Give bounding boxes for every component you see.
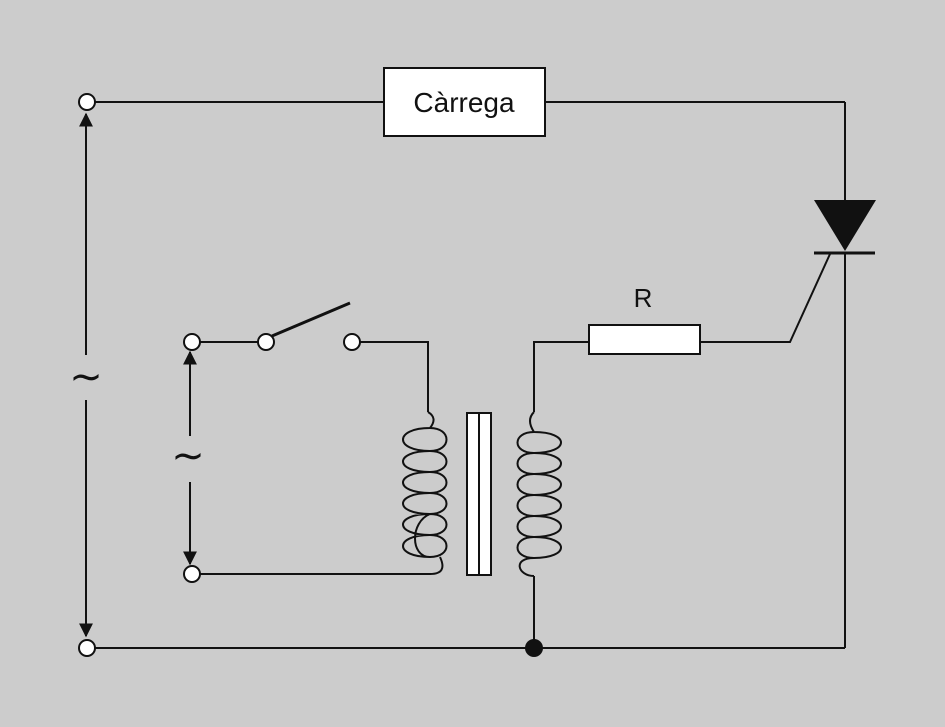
gate-wire — [700, 253, 831, 343]
secondary-coil — [516, 411, 562, 577]
ac-main-symbol: ∼ — [69, 355, 103, 399]
terminal-control-bottom — [183, 565, 201, 583]
terminal-main-bottom — [78, 639, 96, 657]
primary-lead-bottom — [199, 556, 444, 575]
primary-coil — [402, 411, 448, 558]
switch-contact-right — [343, 333, 361, 351]
junction-dot — [525, 639, 543, 657]
primary-lead-top — [358, 341, 429, 412]
load-label: Càrrega — [413, 87, 515, 118]
load-box — [383, 67, 546, 137]
switch-contact-left — [257, 333, 275, 351]
terminal-main-top — [78, 93, 96, 111]
switch-blade — [271, 301, 351, 338]
secondary-lead-top — [533, 341, 589, 412]
resistor-label: R — [634, 283, 653, 313]
triac-symbol — [814, 200, 876, 251]
ac-control-symbol: ∼ — [171, 434, 205, 478]
resistor — [588, 324, 701, 355]
terminal-control-top — [183, 333, 201, 351]
